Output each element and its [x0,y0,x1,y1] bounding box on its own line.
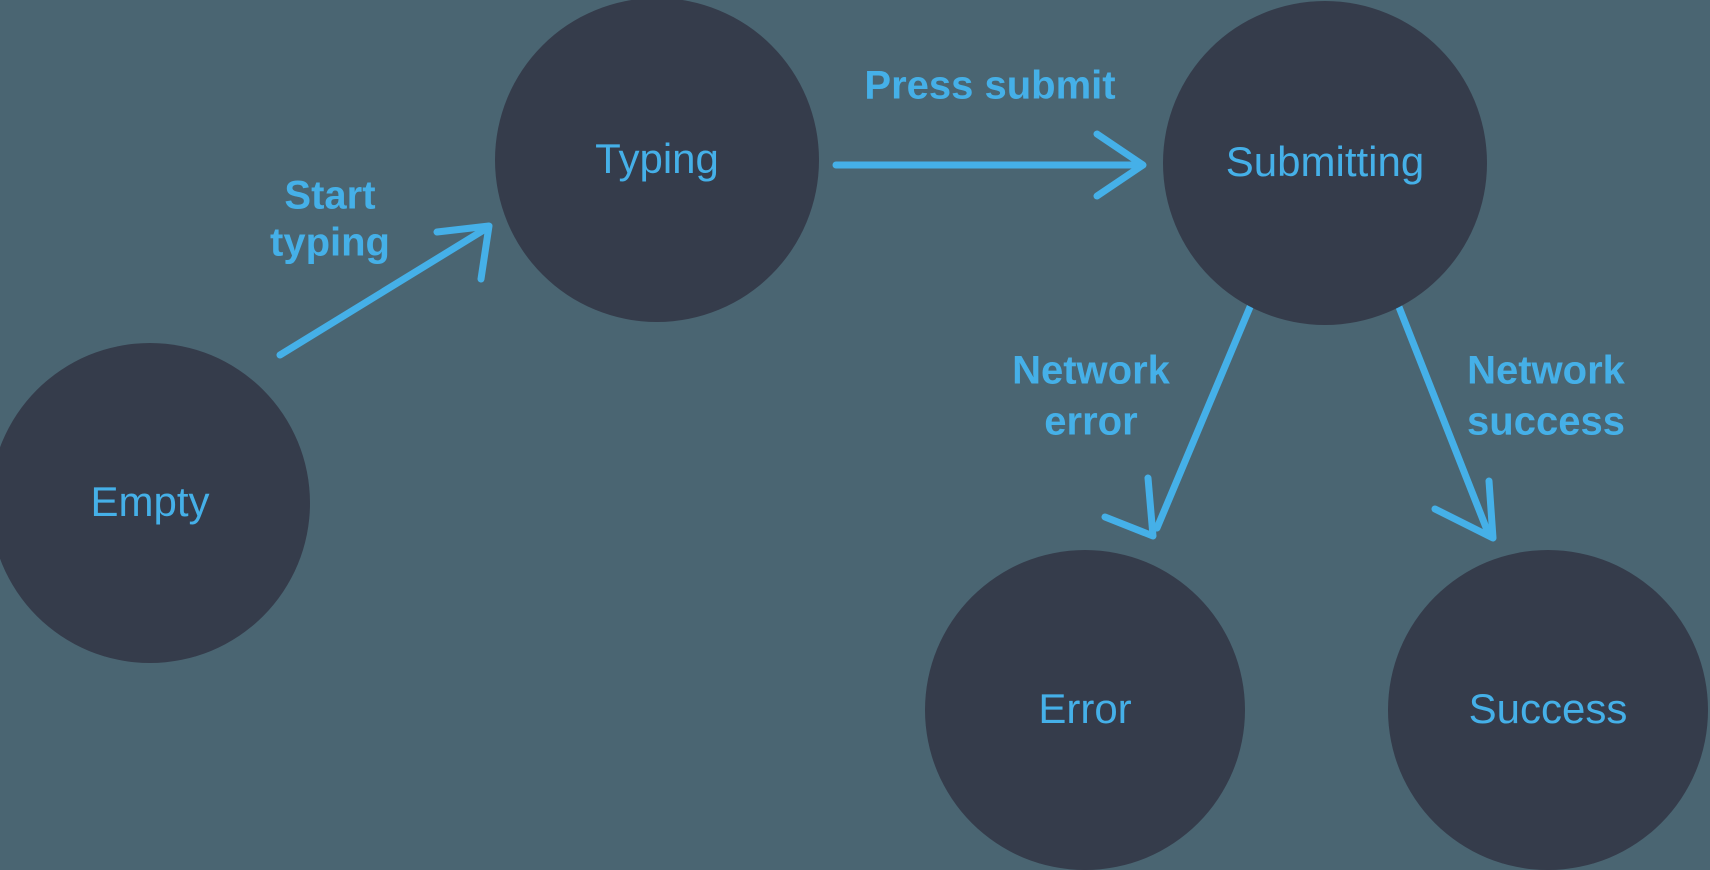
transition-network-success-line [1395,303,1491,534]
transition-network-error-arrowhead [1101,474,1157,540]
state-node-error[interactable]: Error [925,550,1245,870]
state-node-empty-circle [0,343,310,663]
transition-start-typing-line [276,224,491,359]
transition-network-success-label-line-1: Network [1467,349,1626,393]
state-node-submitting-label: Submitting [1226,138,1424,185]
transition-press-submit-arrowhead [1093,130,1147,200]
state-node-typing-label: Typing [595,135,719,182]
transition-start-typing[interactable]: Start typing [270,174,493,359]
transition-network-success-arrowhead [1431,477,1497,542]
transition-network-error[interactable]: Network error [1012,303,1254,540]
state-node-success-label: Success [1469,685,1628,732]
transition-start-typing-arrowhead [433,222,493,283]
state-node-error-label: Error [1038,685,1131,732]
transition-press-submit-label-line-1: Press submit [864,64,1115,108]
state-node-error-circle [925,550,1245,870]
transition-start-typing-label-line-1: Start [284,174,375,218]
state-node-submitting-circle [1163,1,1487,325]
state-node-typing-circle [495,0,819,322]
transition-network-success-label-line-2: success [1467,400,1625,444]
state-node-typing[interactable]: Typing [495,0,819,322]
transition-network-error-line [1153,303,1254,532]
transition-network-error-label-line-1: Network [1012,349,1171,393]
transition-network-error-label-line-2: error [1044,400,1137,444]
state-node-empty[interactable]: Empty [0,343,310,663]
state-node-success-circle [1388,550,1708,870]
transition-network-success[interactable]: Network success [1395,303,1626,542]
state-node-submitting[interactable]: Submitting [1163,1,1487,325]
state-node-empty-label: Empty [90,478,209,525]
state-node-success[interactable]: Success [1388,550,1708,870]
transition-start-typing-label-line-2: typing [270,221,390,265]
transition-press-submit[interactable]: Press submit [832,64,1147,200]
